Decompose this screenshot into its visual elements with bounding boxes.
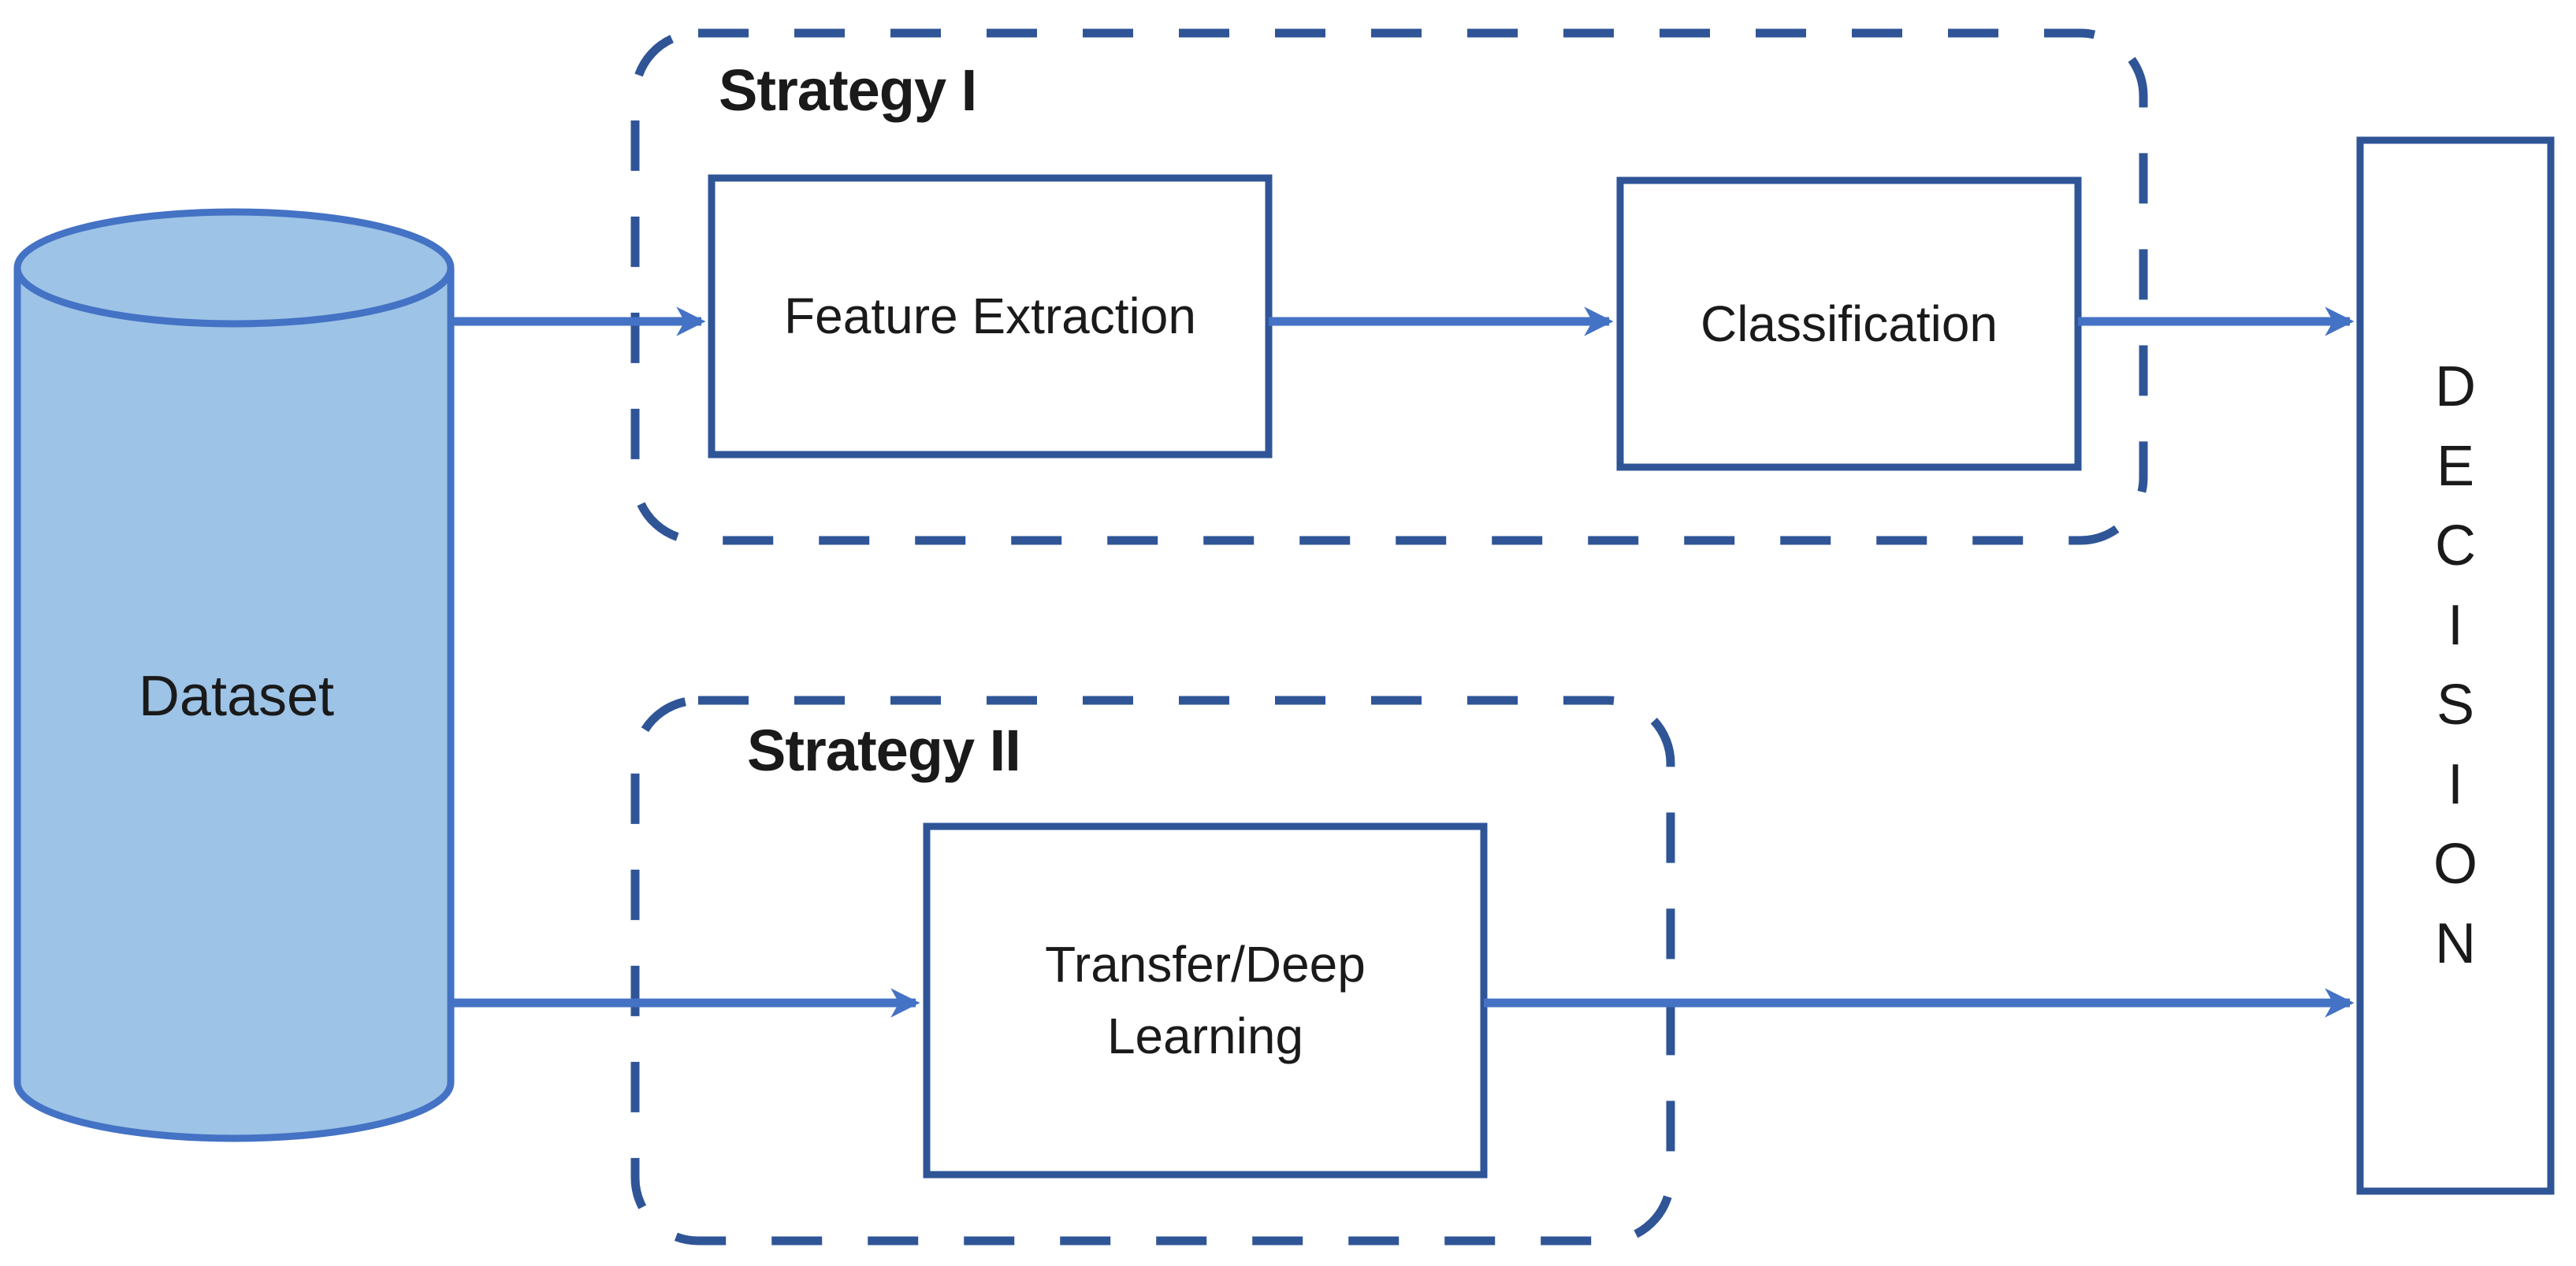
classification-label: Classification bbox=[1700, 295, 1998, 352]
strategy2-title: Strategy II bbox=[747, 718, 1021, 783]
decision-label: DECISION bbox=[2433, 355, 2477, 975]
feature-extraction-label: Feature Extraction bbox=[784, 288, 1196, 345]
dataset-label: Dataset bbox=[138, 665, 335, 728]
decision-label-area: DECISION bbox=[2360, 140, 2551, 1191]
strategy1-title: Strategy I bbox=[719, 58, 977, 123]
decision-box bbox=[2356, 136, 2555, 1195]
dataset-cylinder-top bbox=[13, 208, 455, 328]
classification-box bbox=[1616, 176, 2082, 471]
transfer-deep-learning-label: Transfer/Deep Learning bbox=[1045, 936, 1366, 1064]
transfer-deep-learning-box bbox=[923, 822, 1488, 1179]
dataset-cylinder-body bbox=[13, 268, 455, 1142]
strategy1-dashed-border bbox=[630, 28, 2148, 545]
strategy2-dashed-border bbox=[630, 696, 1675, 1246]
feature-extraction-box bbox=[708, 174, 1273, 459]
